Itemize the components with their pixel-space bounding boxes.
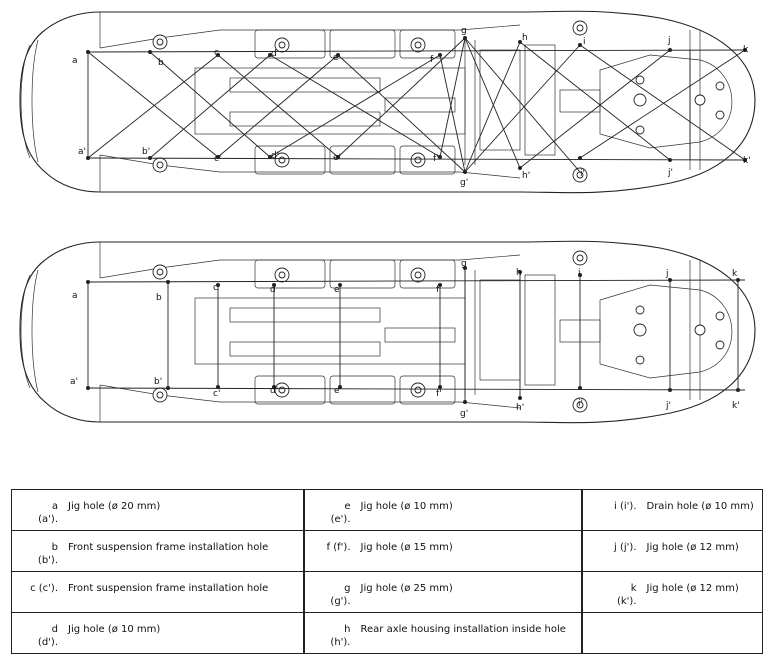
legend-table: a (a'). Jig hole (ø 20 mm) e (e'). Jig hol… — [11, 489, 763, 654]
bottom-point-labels: a a' b b' c c' d d' e e' f f' g g' h h' … — [70, 259, 740, 419]
label-f: f — [430, 55, 434, 65]
legend-cell: h (h'). Rear axle housing installation in… — [302, 612, 582, 654]
label-g: g — [461, 259, 467, 269]
label-k-prime: k' — [743, 156, 751, 166]
legend-desc: Jig hole (ø 12 mm) — [646, 583, 739, 594]
label-c-prime: c' — [213, 389, 220, 399]
legend-desc: Jig hole (ø 12 mm) — [646, 542, 739, 553]
legend-row: c (c'). Front suspension frame installati… — [11, 571, 763, 613]
label-f-prime: f' — [433, 154, 439, 164]
legend-cell: k (k'). Jig hole (ø 12 mm) — [580, 571, 763, 613]
legend-code: i (i'). — [614, 501, 637, 512]
legend-desc: Jig hole (ø 10 mm) — [360, 501, 453, 512]
label-d: d — [271, 49, 277, 59]
label-k: k — [732, 269, 738, 279]
label-g-prime: g' — [460, 178, 468, 188]
legend-code: e (e'). — [330, 501, 351, 525]
label-a: a — [72, 56, 78, 66]
top-measure-lines — [87, 37, 746, 173]
label-a: a — [72, 291, 78, 301]
label-i: i — [583, 37, 586, 47]
legend-desc: Rear axle housing installation inside ho… — [360, 624, 566, 635]
legend-cell: i (i'). Drain hole (ø 10 mm) — [580, 489, 763, 531]
label-c: c — [213, 283, 218, 293]
legend-desc: Jig hole (ø 10 mm) — [68, 624, 161, 635]
top-body-outline — [19, 10, 756, 194]
legend-row: b (b'). Front suspension frame installati… — [11, 530, 763, 572]
legend-desc: Drain hole (ø 10 mm) — [646, 501, 754, 512]
top-view: a a' b b' c c' d d' e e' f f' g g' h h' … — [19, 10, 756, 194]
label-a-prime: a' — [78, 147, 86, 157]
label-g: g — [461, 26, 467, 36]
label-j-prime: j' — [667, 168, 673, 178]
top-point-labels: a a' b b' c c' d d' e e' f f' g g' h h' … — [72, 26, 751, 188]
legend-cell: a (a'). Jig hole (ø 20 mm) — [11, 489, 304, 531]
bottom-measure-lines — [87, 268, 746, 402]
legend-code: g (g'). — [330, 583, 351, 607]
label-b: b — [156, 293, 162, 303]
label-a-prime: a' — [70, 377, 78, 387]
legend-cell: d (d'). Jig hole (ø 10 mm) — [11, 612, 304, 654]
label-h: h — [516, 268, 522, 278]
label-h-prime: h' — [516, 403, 524, 413]
label-g-prime: g' — [460, 409, 468, 419]
label-d: d — [270, 285, 276, 295]
legend-desc: Jig hole (ø 25 mm) — [360, 583, 453, 594]
legend-desc: Jig hole (ø 20 mm) — [68, 501, 161, 512]
label-b-prime: b' — [154, 377, 162, 387]
legend-code: d (d'). — [37, 624, 58, 648]
legend-cell: j (j'). Jig hole (ø 12 mm) — [580, 530, 763, 572]
legend-cell: f (f'). Jig hole (ø 15 mm) — [302, 530, 582, 572]
label-e: e — [333, 53, 339, 63]
legend-row: a (a'). Jig hole (ø 20 mm) e (e'). Jig hol… — [11, 489, 763, 531]
legend-code: c (c'). — [30, 583, 58, 594]
label-k-prime: k' — [732, 401, 740, 411]
bottom-view: a a' b b' c c' d d' e e' f f' g g' h h' … — [19, 240, 756, 424]
legend-code: k (k'). — [616, 583, 637, 607]
label-e: e — [334, 285, 340, 295]
legend-cell: e (e'). Jig hole (ø 10 mm) — [302, 489, 582, 531]
legend-row: d (d'). Jig hole (ø 10 mm) h (h'). Rear ax… — [11, 612, 763, 654]
legend-cell: c (c'). Front suspension frame installati… — [11, 571, 304, 613]
legend-code: b (b'). — [37, 542, 58, 566]
bottom-body-outline — [19, 240, 756, 424]
underbody-diagram: a a' b b' c c' d d' e e' f f' g g' h h' … — [19, 10, 756, 424]
label-j: j — [667, 36, 671, 46]
label-b: b — [158, 58, 164, 68]
legend-cell — [580, 612, 763, 654]
label-f: f — [436, 285, 440, 295]
label-i-prime: i' — [578, 399, 583, 409]
label-d-prime: d' — [271, 151, 279, 161]
legend-cell: b (b'). Front suspension frame installati… — [11, 530, 304, 572]
legend-desc: Jig hole (ø 15 mm) — [360, 542, 453, 553]
label-d-prime: d' — [270, 386, 278, 396]
label-f-prime: f' — [436, 389, 442, 399]
legend-desc: Front suspension frame installation hole — [68, 583, 269, 594]
legend-code: a (a'). — [38, 501, 58, 525]
label-b-prime: b' — [142, 147, 150, 157]
label-c-prime: c' — [214, 154, 221, 164]
legend-desc — [643, 623, 759, 653]
label-c: c — [214, 48, 219, 58]
label-e-prime: e' — [333, 153, 341, 163]
legend-code: j (j'). — [614, 542, 637, 553]
label-k: k — [743, 45, 749, 55]
label-j: j — [665, 269, 669, 279]
legend-cell: g (g'). Jig hole (ø 25 mm) — [302, 571, 582, 613]
label-e-prime: e' — [334, 386, 342, 396]
label-h-prime: h' — [522, 171, 530, 181]
legend-desc: Front suspension frame installation hole — [68, 542, 269, 553]
label-i: i — [578, 268, 581, 278]
label-i-prime: i' — [580, 169, 585, 179]
legend-code: f (f'). — [326, 542, 351, 553]
label-j-prime: j' — [665, 401, 671, 411]
label-h: h — [522, 33, 528, 43]
legend-code: h (h'). — [330, 624, 351, 648]
legend-code — [587, 623, 643, 653]
